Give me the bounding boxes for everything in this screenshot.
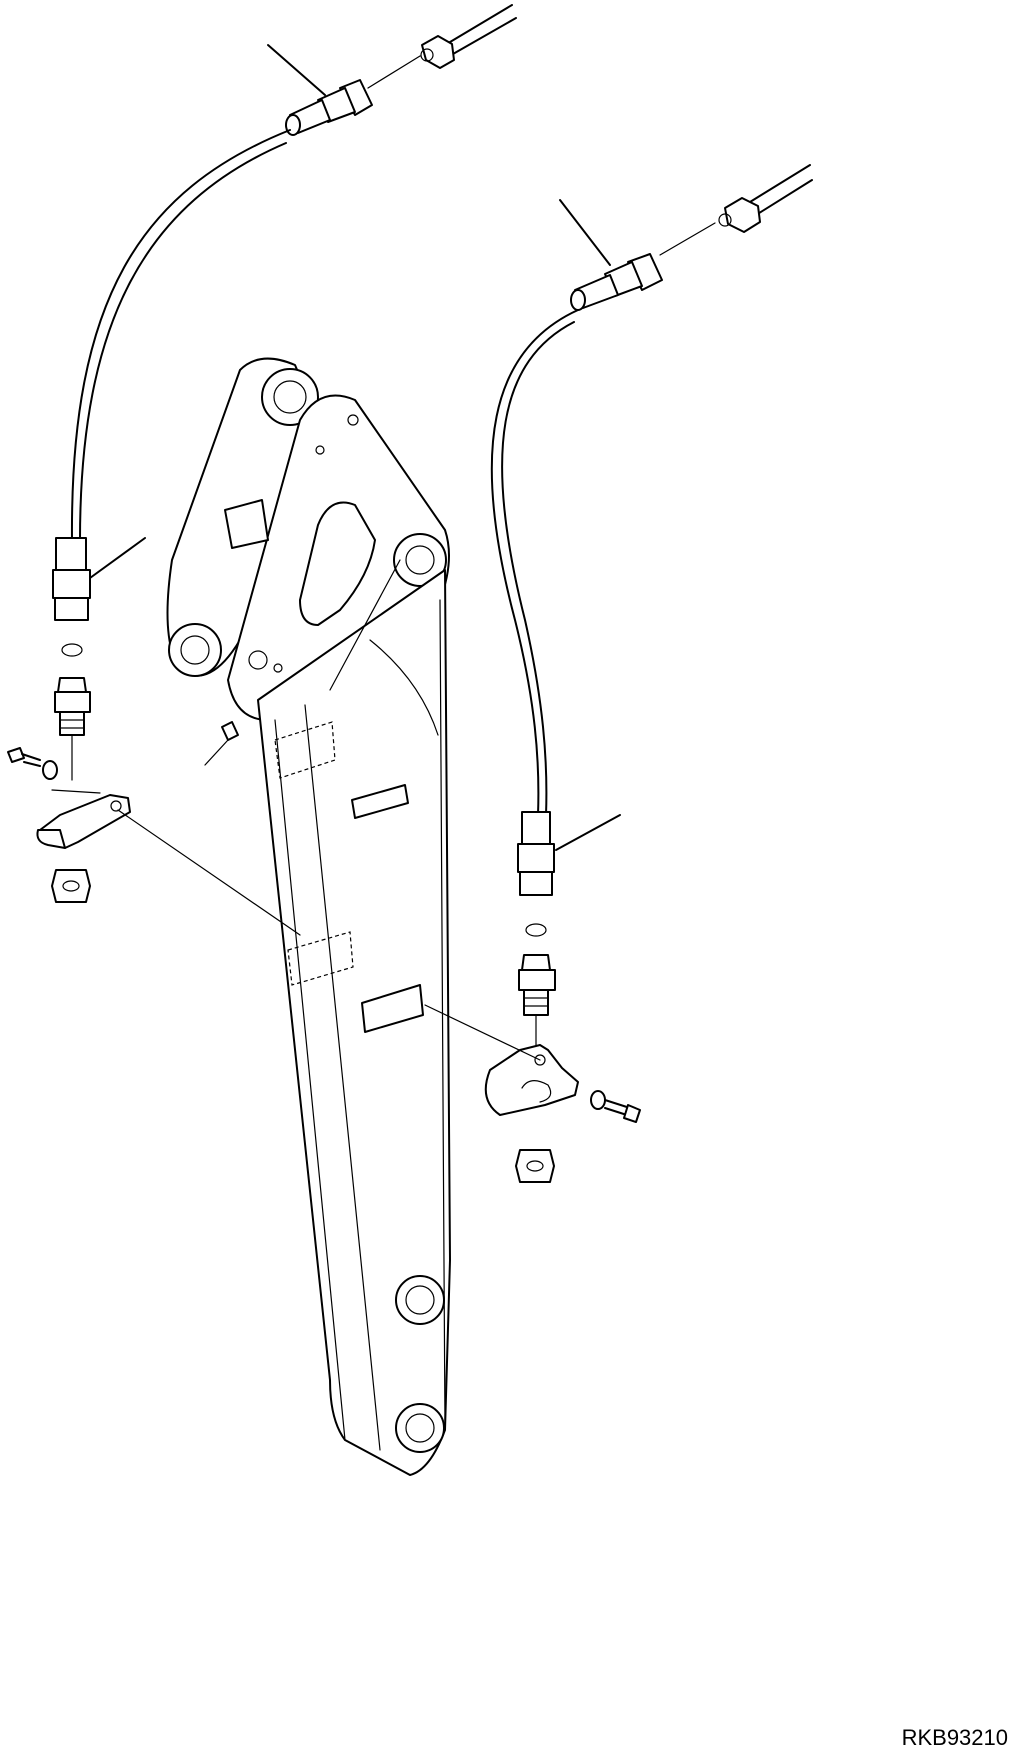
arm-hidden-block-upper [274,721,336,779]
arm-mid-pin-boss [395,1275,445,1325]
arm-hidden-block-lower [287,931,354,986]
right-hose-assembly [424,164,813,1183]
grease-nipple [204,721,239,766]
left-pipe-nut [421,35,455,69]
arm-back-lower-pin-boss [168,623,222,677]
arm-cross-shaft [224,499,269,549]
right-hose [490,309,579,816]
right-pipe-nut [724,197,761,233]
arm-front-window [299,501,376,626]
right-washer [590,1090,606,1110]
arm-tip-pin-boss [395,1403,445,1453]
left-bolt [7,747,25,763]
arm-back-top-pin-boss [261,368,319,426]
left-o-ring [61,643,83,657]
left-washer [42,760,58,780]
right-nut [515,1149,555,1183]
left-bracket [39,794,131,849]
left-hose-assembly [7,4,517,936]
drawing-code-label: RKB93210 [902,1725,1008,1750]
right-hose-lower-fitting [521,811,551,845]
arm-mount-block-lower [361,984,424,1033]
left-nut [51,869,91,903]
arm-mount-block-upper [351,784,409,819]
right-bolt [623,1104,641,1123]
left-adapter [54,677,91,736]
right-o-ring [525,923,547,937]
arm-front-pin-boss [393,533,447,587]
right-adapter [518,954,556,1016]
arm-main-beam [257,569,451,1476]
arm-body [166,357,451,1476]
right-bracket [484,1044,579,1116]
left-hose [70,129,291,541]
left-hose-lower-fitting [55,537,87,571]
